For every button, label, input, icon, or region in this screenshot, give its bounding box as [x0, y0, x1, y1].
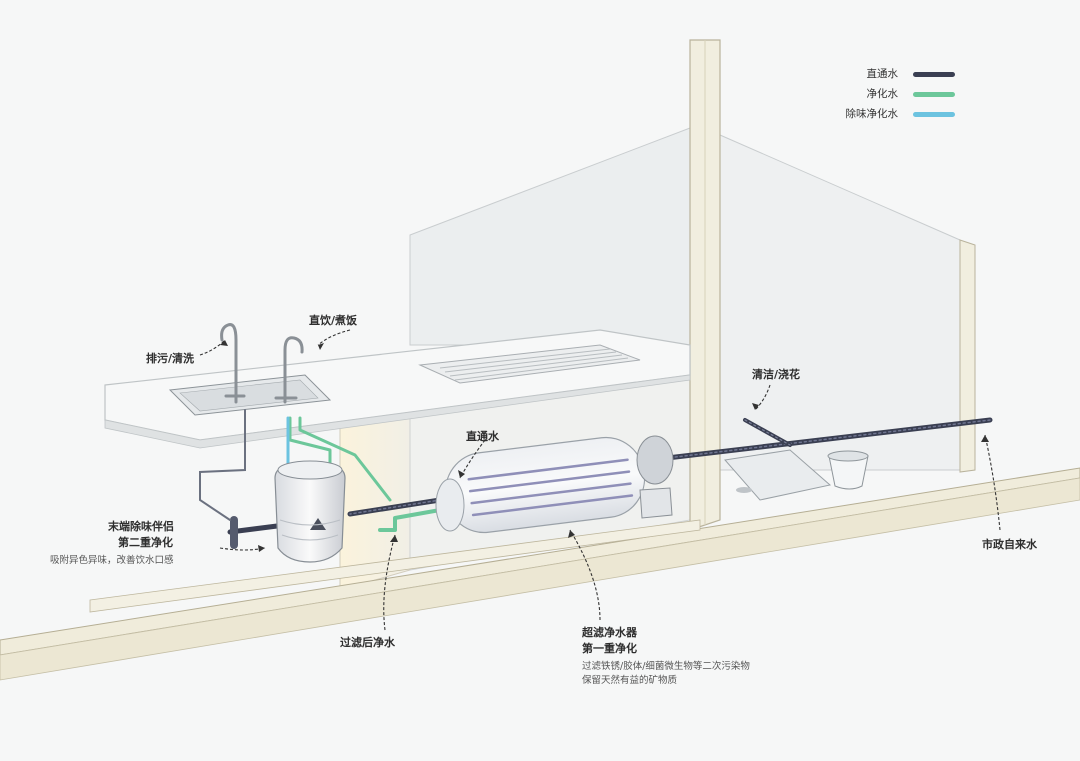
faucet-left	[220, 323, 246, 404]
end-deodorizer-tank	[274, 460, 346, 563]
label-clean-water-flowers: 清洁/浇花	[752, 368, 801, 381]
legend-label: 净化水	[866, 88, 899, 100]
shower-tray	[724, 449, 832, 501]
legend-swatch	[913, 92, 955, 97]
legend-swatch	[913, 72, 955, 77]
label-drink-cook: 直饮/煮饭	[309, 314, 358, 327]
faucet-right	[274, 336, 304, 404]
legend-swatch	[913, 112, 955, 117]
label-uf-stage: 第一重净化	[582, 642, 637, 655]
label-end-partner-desc: 吸附异色异味，改善饮水口感	[50, 555, 174, 566]
legend-item-deodorized-water: 除味净化水	[840, 106, 955, 122]
label-drain-wash: 排污/清洗	[146, 352, 195, 365]
label-end-partner-title: 末端除味伴侣	[108, 520, 174, 533]
label-uf-desc-1: 过滤铁锈/胶体/细菌微生物等二次污染物	[582, 661, 750, 672]
pipe-purified-water	[288, 416, 442, 532]
drain-board	[418, 344, 641, 384]
label-filtered-water: 过滤后净水	[340, 636, 395, 649]
bucket	[827, 450, 869, 490]
label-end-partner-stage: 第二重净化	[118, 536, 173, 549]
label-municipal-water: 市政自来水	[982, 538, 1037, 551]
right-wall	[719, 134, 961, 471]
label-uf-title: 超滤净水器	[582, 626, 637, 639]
back-wall	[409, 127, 691, 346]
legend-label: 除味净化水	[845, 108, 899, 120]
far-pillar	[959, 239, 976, 473]
callout-arrowheads	[220, 340, 989, 552]
label-direct-water: 直通水	[466, 430, 499, 443]
legend-label: 直通水	[866, 68, 899, 80]
legend-item-purified-water: 净化水	[840, 86, 955, 102]
label-uf-desc-2: 保留天然有益的矿物质	[582, 675, 678, 686]
ultrafiltration-purifier	[435, 435, 674, 534]
cabinet-base	[89, 519, 701, 613]
legend-item-direct-water: 直通水	[840, 66, 955, 82]
pipe-direct-water	[199, 409, 993, 549]
floor-baseboard	[0, 467, 1080, 656]
